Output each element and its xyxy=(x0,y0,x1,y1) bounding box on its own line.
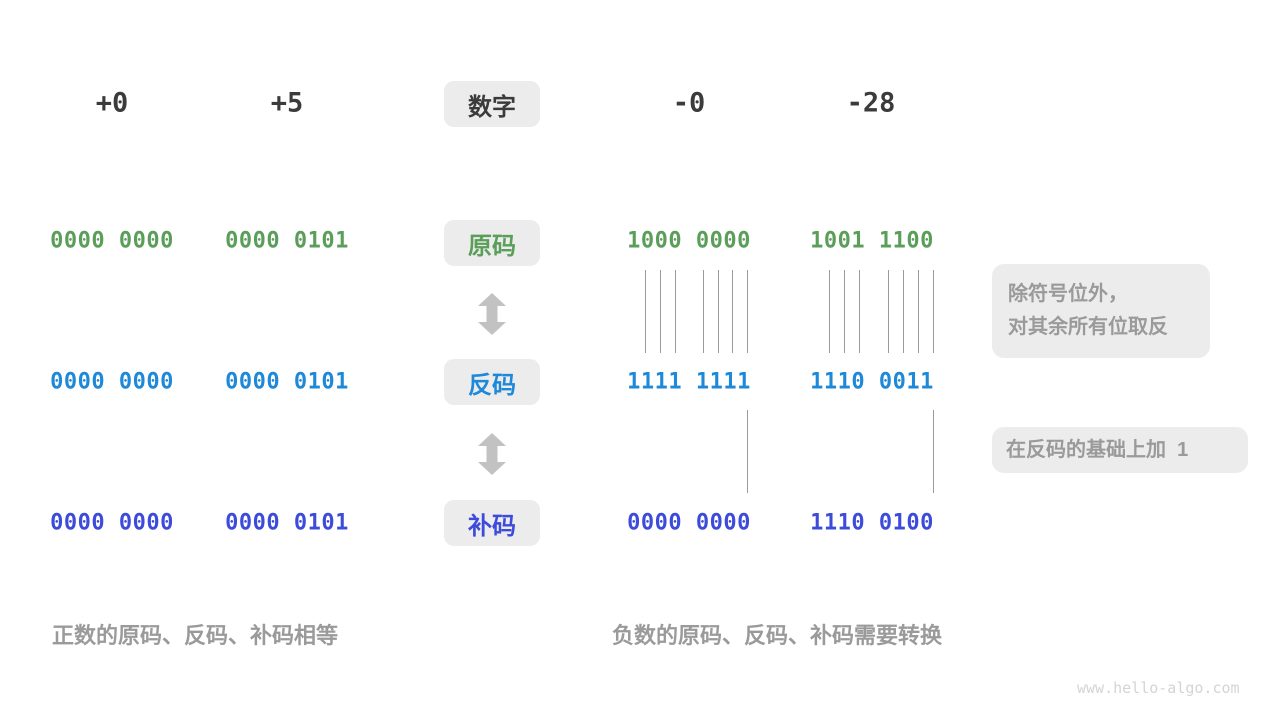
watermark: www.hello-algo.com xyxy=(1077,679,1240,697)
double-arrow-icon xyxy=(478,433,506,475)
twos-complement-neg-twenty-eight: 1110 0100 xyxy=(810,510,934,536)
flip-bits-note: 除符号位外， 对其余所有位取反 xyxy=(992,264,1210,358)
ones-complement-neg-zero: 1111 1111 xyxy=(627,369,751,395)
sign-magnitude-pos-zero: 0000 0000 xyxy=(50,228,174,254)
bit-flip-line xyxy=(844,270,845,353)
bit-flip-line xyxy=(645,270,646,353)
twos-complement-neg-zero: 0000 0000 xyxy=(627,510,751,536)
twos-complement-pos-five: 0000 0101 xyxy=(225,510,349,536)
bit-flip-line xyxy=(703,270,704,353)
sign-magnitude-neg-twenty-eight: 1001 1100 xyxy=(810,228,934,254)
sign-magnitude-neg-zero: 1000 0000 xyxy=(627,228,751,254)
bit-flip-line xyxy=(933,270,934,353)
header-number-pos-five: +5 xyxy=(270,87,304,119)
header-number-neg-twenty-eight: -28 xyxy=(846,87,896,119)
bit-flip-line xyxy=(888,270,889,353)
caption-negative: 负数的原码、反码、补码需要转换 xyxy=(612,623,943,648)
ones-complement-neg-twenty-eight: 1110 0011 xyxy=(810,369,934,395)
flip-bits-note-line1: 除符号位外， xyxy=(1008,283,1128,305)
bit-flip-line xyxy=(732,270,733,353)
caption-positive: 正数的原码、反码、补码相等 xyxy=(52,623,339,648)
bit-flip-line xyxy=(660,270,661,353)
bit-flip-line xyxy=(903,270,904,353)
sign-magnitude-pos-five: 0000 0101 xyxy=(225,228,349,254)
sign-magnitude-label: 原码 xyxy=(468,232,516,260)
ones-complement-label-box: 反码 xyxy=(444,359,540,405)
add-one-note-text: 在反码的基础上加 1 xyxy=(1006,438,1189,461)
ones-complement-pos-five: 0000 0101 xyxy=(225,369,349,395)
sign-magnitude-label-box: 原码 xyxy=(444,220,540,266)
bit-flip-line xyxy=(718,270,719,353)
bit-flip-line xyxy=(859,270,860,353)
twos-complement-label-box: 补码 xyxy=(444,500,540,546)
add-one-line xyxy=(933,410,934,493)
add-one-line xyxy=(747,410,748,493)
twos-complement-label: 补码 xyxy=(468,512,516,540)
ones-complement-pos-zero: 0000 0000 xyxy=(50,369,174,395)
bit-flip-line xyxy=(747,270,748,353)
bit-flip-line xyxy=(675,270,676,353)
twos-complement-pos-zero: 0000 0000 xyxy=(50,510,174,536)
ones-complement-label: 反码 xyxy=(468,371,516,399)
header-number-pos-zero: +0 xyxy=(95,87,129,119)
header-label: 数字 xyxy=(468,93,516,121)
flip-bits-note-line2: 对其余所有位取反 xyxy=(1008,316,1168,338)
header-number-neg-zero: -0 xyxy=(672,87,706,119)
bit-flip-line xyxy=(918,270,919,353)
add-one-note: 在反码的基础上加 1 xyxy=(992,427,1248,473)
header-label-box: 数字 xyxy=(444,81,540,127)
double-arrow-icon xyxy=(478,293,506,335)
bit-flip-line xyxy=(829,270,830,353)
